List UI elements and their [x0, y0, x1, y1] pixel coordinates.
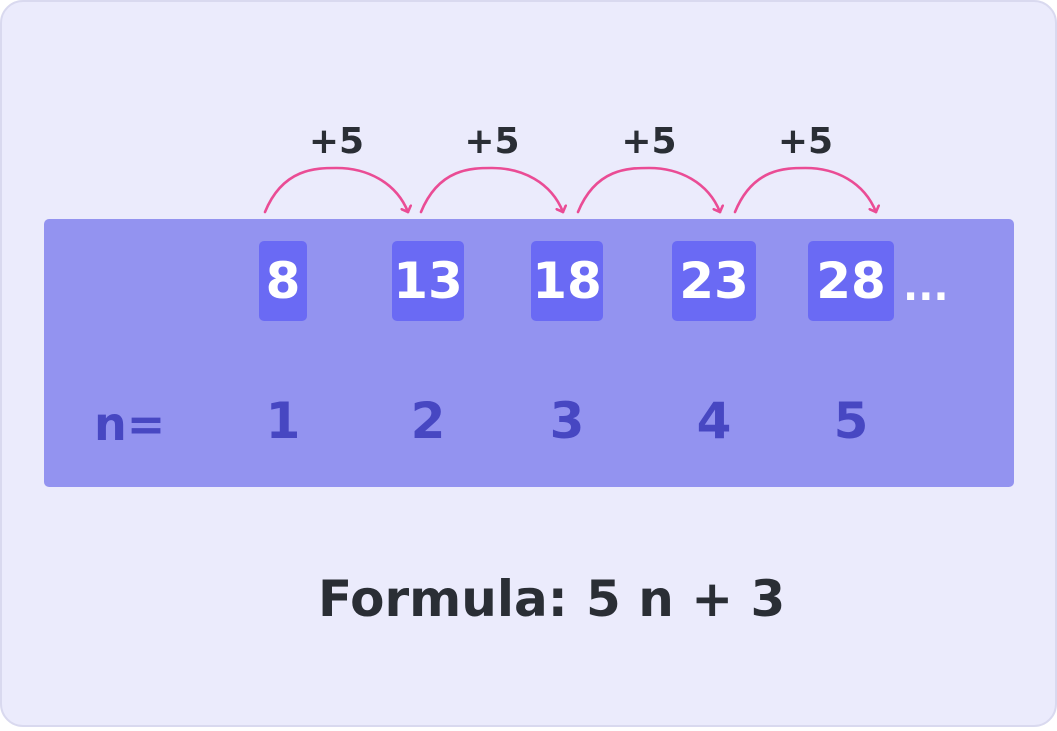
index-value-1: 1 — [266, 392, 301, 450]
step-labels: +5 +5 +5 +5 — [309, 121, 833, 162]
term-5: 28 — [808, 241, 894, 321]
term-value: 18 — [532, 252, 602, 310]
index-label: n= — [94, 397, 165, 451]
step-arrow-1 — [263, 166, 408, 214]
term-box — [392, 241, 464, 321]
step-arrows — [263, 166, 876, 214]
term-box — [672, 241, 756, 321]
term-value: 28 — [816, 252, 886, 310]
term-value: 8 — [266, 252, 301, 310]
step-arrow-2 — [419, 166, 563, 214]
step-label-4: +5 — [778, 121, 833, 162]
continuation-ellipsis: ... — [903, 264, 949, 310]
term-value: 23 — [679, 252, 749, 310]
term-4: 23 — [672, 241, 756, 321]
step-label-3: +5 — [621, 121, 676, 162]
formula-expression: 5 n + 3 — [586, 570, 785, 628]
term-box — [531, 241, 603, 321]
step-arrow-3 — [576, 166, 720, 214]
term-1: 8 — [259, 241, 307, 321]
index-value-2: 2 — [411, 392, 446, 450]
step-label-2: +5 — [464, 121, 519, 162]
term-3: 18 — [531, 241, 603, 321]
term-2: 13 — [392, 241, 464, 321]
step-arrow-4 — [733, 166, 876, 214]
term-boxes: 8 13 18 23 28 — [259, 241, 894, 321]
index-value-4: 4 — [697, 392, 732, 450]
index-value-5: 5 — [834, 392, 869, 450]
index-value-3: 3 — [550, 392, 585, 450]
step-label-1: +5 — [309, 121, 364, 162]
index-values: 1 2 3 4 5 — [266, 392, 869, 450]
term-box — [259, 241, 307, 321]
formula-label: Formula: — [318, 570, 568, 628]
term-value: 13 — [393, 252, 463, 310]
term-box — [808, 241, 894, 321]
